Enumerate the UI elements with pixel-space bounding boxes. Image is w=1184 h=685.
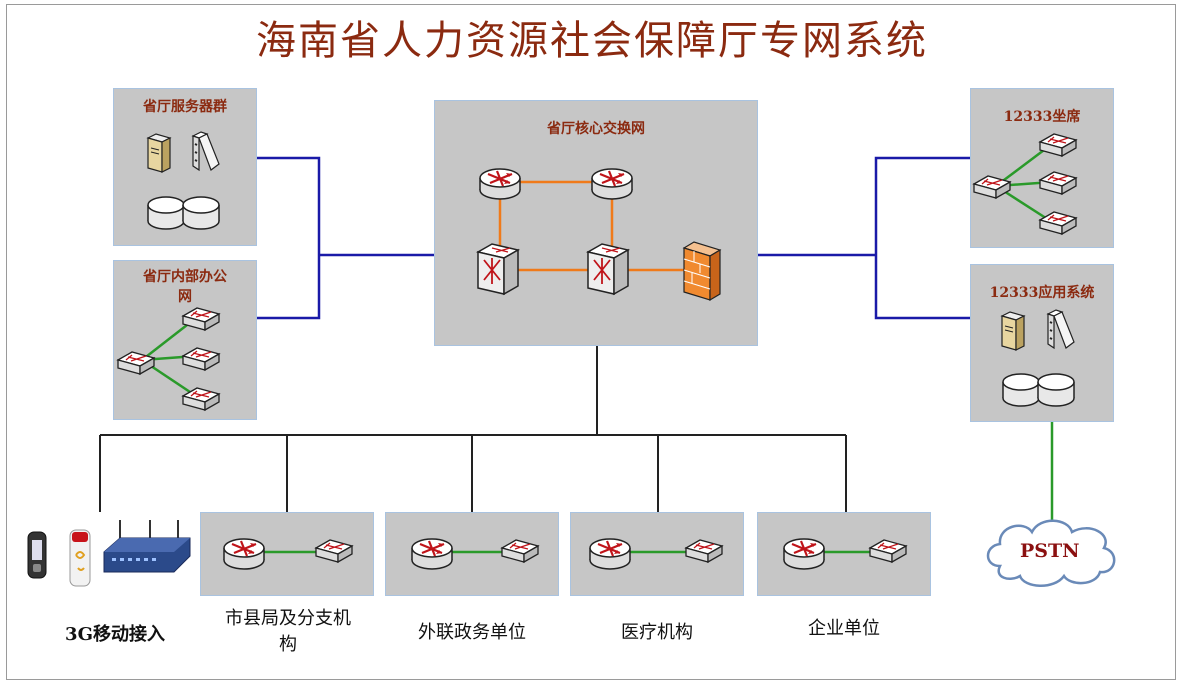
- core-devices: [477, 167, 722, 302]
- server-group-devices: [147, 131, 220, 230]
- switch-icon: [501, 539, 539, 563]
- switch-icon: [1039, 171, 1077, 195]
- mobile-devices: [27, 520, 191, 587]
- router-icon: [222, 537, 266, 571]
- branch-devices: [222, 537, 907, 571]
- internal-office-box: 省厅内部办公网: [113, 260, 257, 420]
- switch-icon: [869, 539, 907, 563]
- internal-office-label: 省厅内部办公网: [143, 269, 227, 305]
- router-icon: [782, 537, 826, 571]
- switch-icon: [182, 347, 220, 371]
- disk-array-icon: [1047, 309, 1075, 349]
- router-icon: [588, 537, 632, 571]
- switch-icon: [1039, 133, 1077, 157]
- database-icon: [147, 196, 185, 230]
- switch-icon: [685, 539, 723, 563]
- wireless-router-icon: [103, 520, 191, 573]
- server-icon: [1001, 311, 1025, 351]
- switch-icon: [1039, 211, 1077, 235]
- agent-box: 12333坐席: [970, 88, 1114, 248]
- router-icon: [410, 537, 454, 571]
- pstn-label: PSTN: [1020, 540, 1080, 562]
- agent-devices: [973, 133, 1077, 235]
- agent-label: 12333坐席: [1003, 109, 1081, 125]
- city-caption: 市县局及分支机构: [225, 608, 351, 655]
- app-system-label: 12333应用系统: [989, 285, 1095, 301]
- disk-array-icon: [192, 131, 220, 171]
- database-icon: [1002, 373, 1040, 407]
- pstn-cloud-icon: [986, 519, 1116, 587]
- core-label: 省厅核心交换网: [547, 121, 645, 137]
- server-icon: [147, 133, 171, 173]
- server-group-label: 省厅服务器群: [143, 99, 227, 115]
- app-system-devices: [1001, 309, 1075, 407]
- firewall-icon: [682, 241, 722, 302]
- blue-links-left: [257, 156, 434, 320]
- router-icon: [590, 167, 634, 201]
- blue-links-right: [758, 156, 970, 320]
- database-icon: [182, 196, 220, 230]
- mobile-caption: 3G移动接入: [65, 624, 165, 645]
- enterprise-caption: 企业单位: [808, 618, 880, 639]
- core-box: 省厅核心交换网: [434, 100, 758, 346]
- switch-icon: [182, 307, 220, 331]
- phone-icon: [27, 531, 47, 579]
- database-icon: [1037, 373, 1075, 407]
- core-switch-icon: [477, 243, 519, 295]
- medical-caption: 医疗机构: [621, 622, 693, 643]
- diagram-frame: [6, 4, 1176, 680]
- usb-modem-icon: [69, 529, 91, 587]
- core-switch-icon: [587, 243, 629, 295]
- branch-bus: [99, 346, 847, 512]
- gov-caption: 外联政务单位: [418, 622, 526, 643]
- app-system-box: 12333应用系统: [970, 264, 1114, 422]
- diagram-title: 海南省人力资源社会保障厅专网系统: [256, 18, 928, 64]
- internal-office-devices: [117, 307, 220, 411]
- switch-icon: [315, 539, 353, 563]
- router-icon: [478, 167, 522, 201]
